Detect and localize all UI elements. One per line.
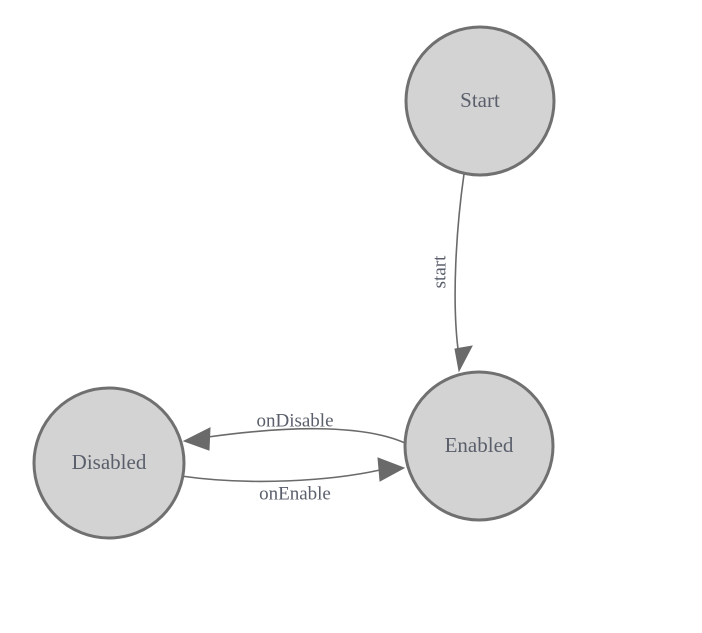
edge-line-on-enable — [180, 469, 381, 483]
node-disabled-circle — [32, 386, 186, 540]
node-enabled[interactable]: Enabled — [403, 370, 555, 522]
node-start-circle — [404, 25, 556, 177]
edge-label-start: start — [429, 255, 450, 288]
edge-disabled-to-enabled[interactable]: onEnable — [180, 457, 406, 504]
node-enabled-circle — [403, 370, 555, 522]
arrowhead-on-disable-icon — [182, 427, 211, 451]
edge-enabled-to-disabled[interactable]: onDisable — [182, 410, 406, 451]
edge-line-start — [454, 173, 465, 350]
edge-start-to-enabled[interactable]: start — [429, 173, 473, 373]
node-disabled[interactable]: Disabled — [32, 386, 186, 540]
arrowhead-on-enable-icon — [377, 457, 406, 482]
edge-line-on-disable — [207, 427, 406, 444]
node-start[interactable]: Start — [404, 25, 556, 177]
node-layer: Start Enabled Disabled — [32, 25, 556, 540]
arrowhead-start-icon — [454, 345, 473, 373]
edge-label-on-enable: onEnable — [259, 483, 331, 504]
